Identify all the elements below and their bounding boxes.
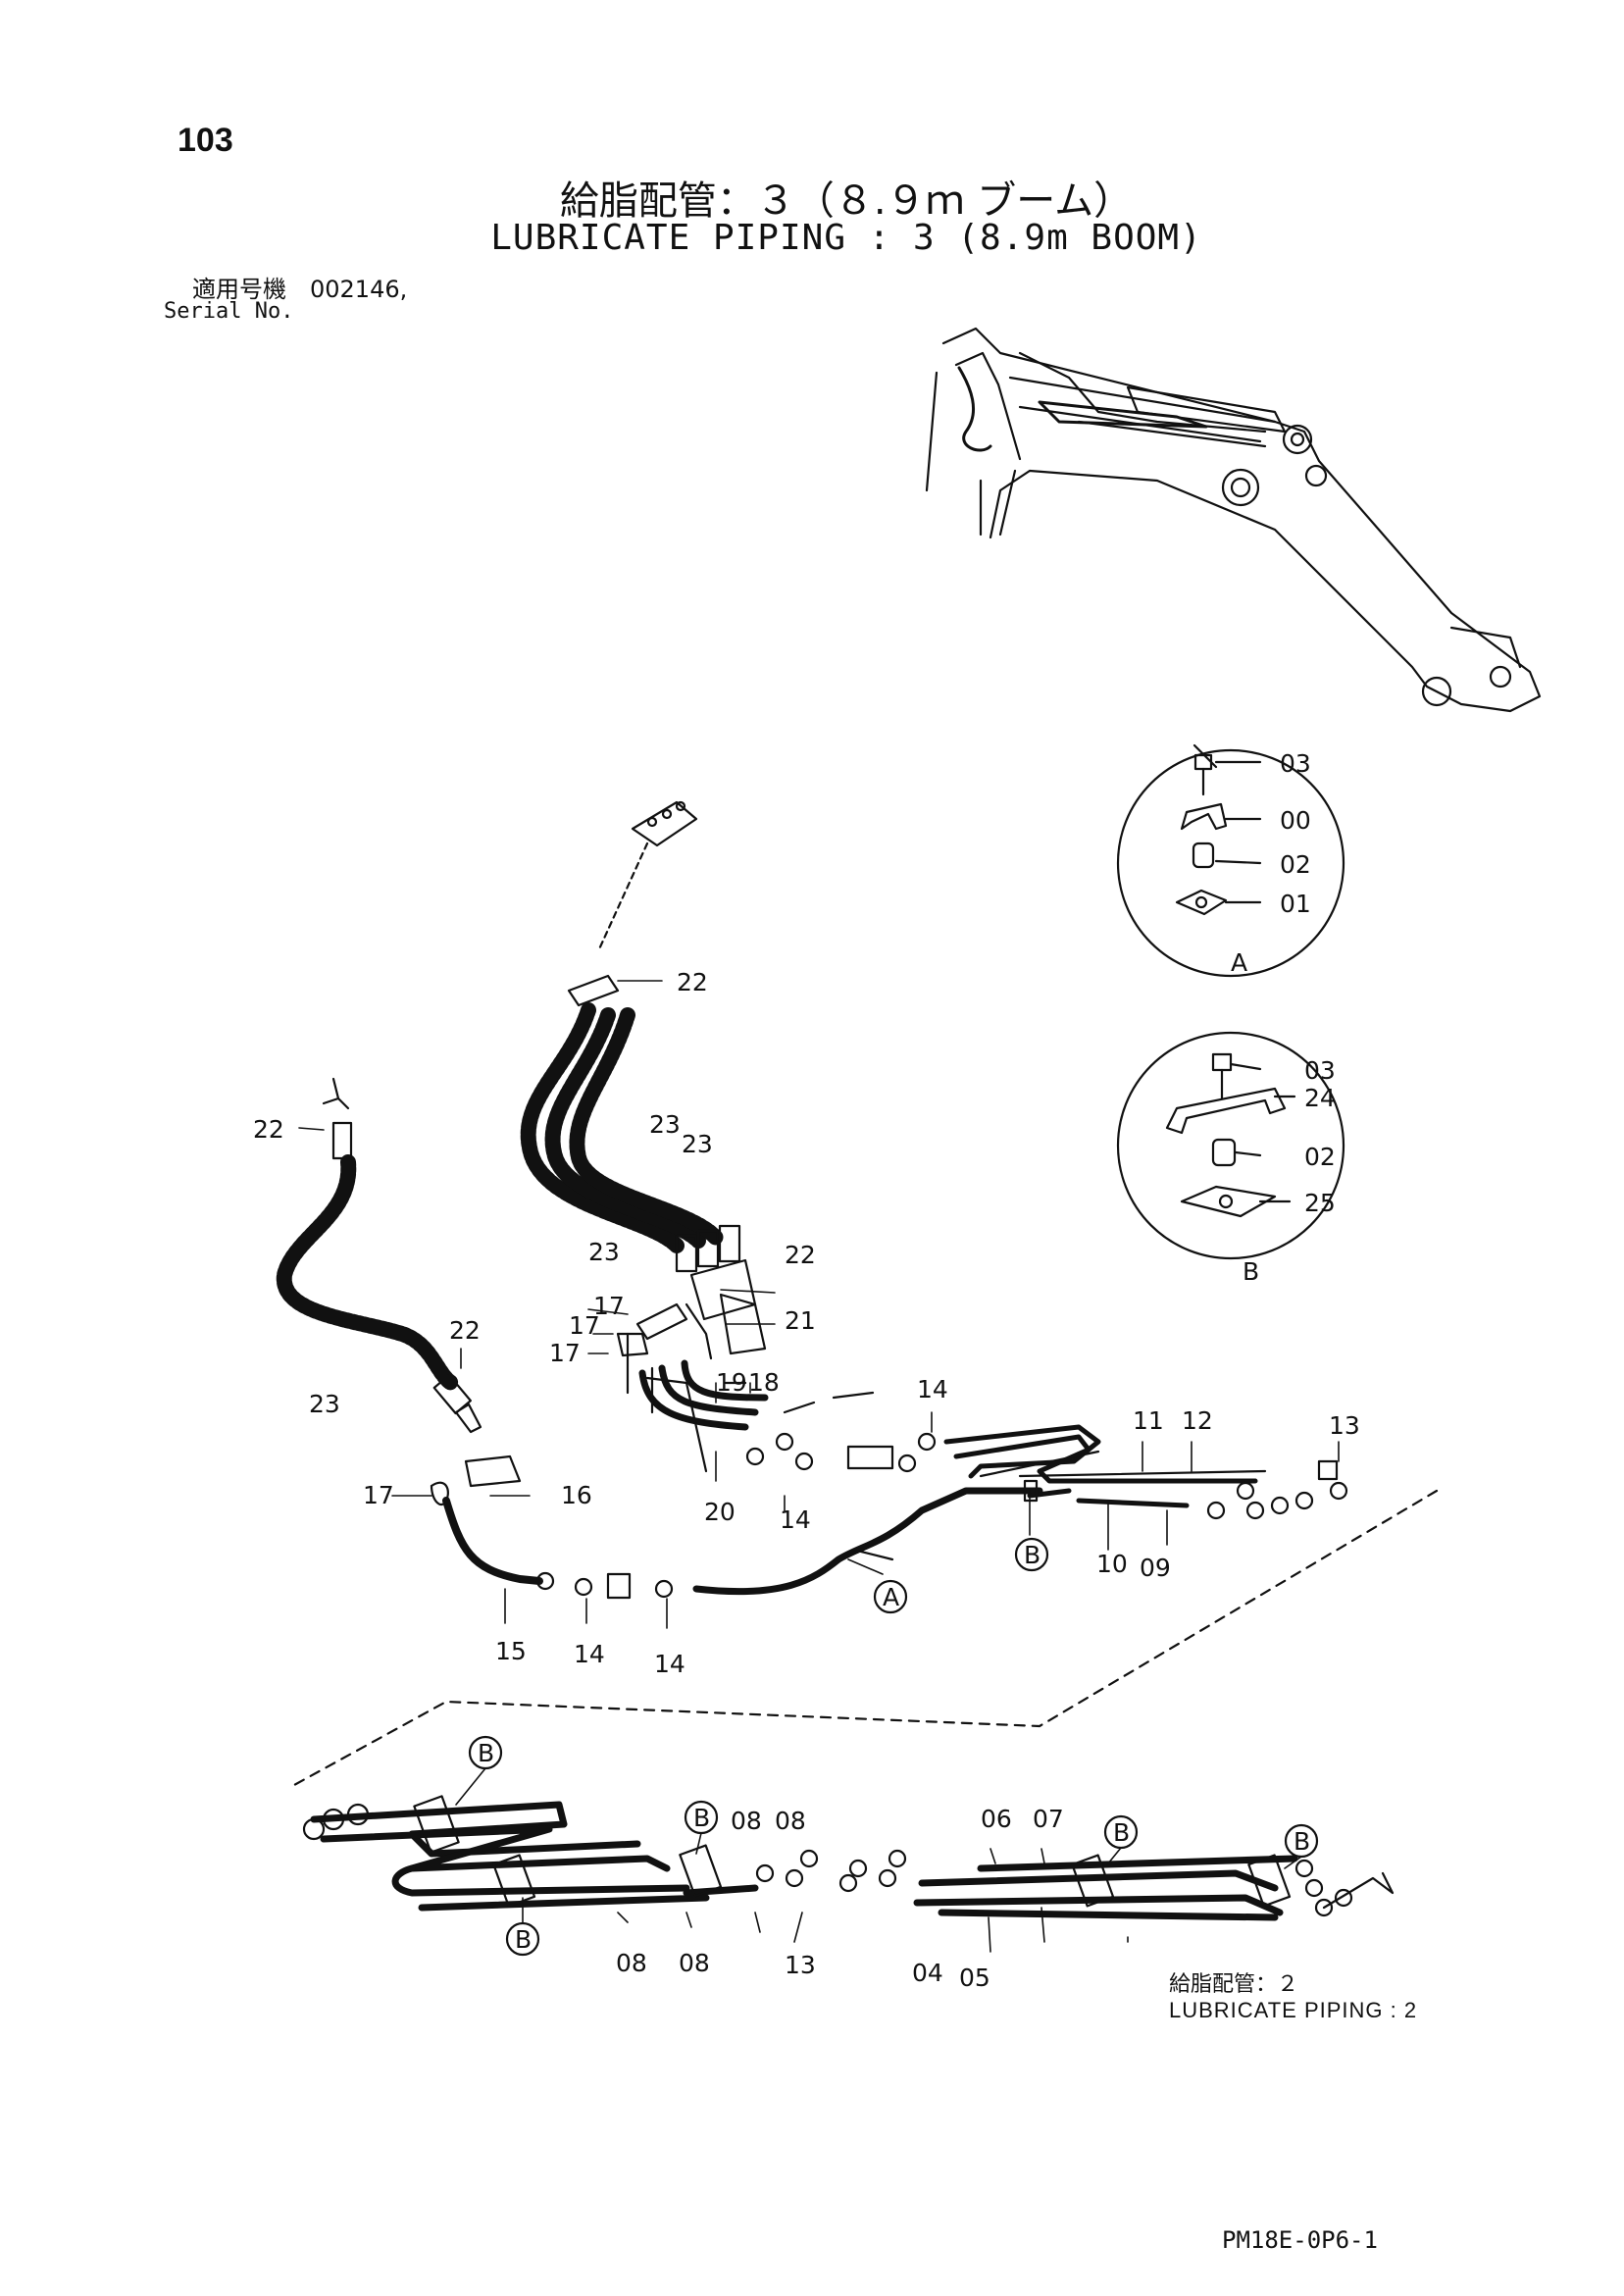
callout-07: 07 [1033,1805,1064,1833]
leader-lines [298,980,1340,1629]
callout-09: 09 [1140,1554,1171,1582]
detail-b-circle [1116,1031,1345,1260]
callout-a-01: 01 [1280,890,1311,918]
callout-b-25: 25 [1304,1189,1336,1217]
callout-a-02: 02 [1280,850,1311,879]
callout-circle-b-main: B [1024,1541,1040,1569]
callout-circle-b-3: B [693,1804,710,1832]
callout-b-label: B [1243,1257,1259,1286]
callout-08-d: 08 [679,1949,710,1977]
callout-06: 06 [981,1805,1012,1833]
callout-17-b: 17 [569,1311,600,1340]
callout-23-a: 23 [649,1110,681,1139]
callout-17-a: 17 [593,1292,625,1320]
boom-overview-illustration [925,327,1542,713]
callout-14-mid: 14 [780,1505,811,1534]
callout-circle-b-1: B [478,1739,494,1767]
callout-labels: 03 00 02 01 A 03 24 02 25 B 22 22 22 22 … [253,749,1360,1992]
callout-b-03: 03 [1304,1056,1336,1085]
serial-label-japanese: 適用号機 002146, [192,276,408,303]
callout-22-top: 22 [677,968,708,996]
reference-label-japanese: 給脂配管：２ [1169,1972,1299,1997]
callout-15: 15 [495,1637,527,1665]
callout-20: 20 [704,1498,736,1526]
lower-piping-assembly [302,1795,1395,1921]
callout-04: 04 [912,1959,943,1987]
callout-17-c: 17 [549,1339,581,1367]
callout-11: 11 [1133,1406,1164,1435]
callout-08-c: 08 [616,1949,647,1977]
callout-circle-b-4: B [1113,1818,1130,1847]
callout-08-a: 08 [731,1807,762,1835]
reference-label-english: LUBRICATE PIPING : 2 [1169,1998,1418,2022]
hose-assembly-upper [520,800,937,1473]
callout-14-br: 14 [654,1650,685,1678]
callout-21: 21 [785,1306,816,1335]
manifold-piping-right [943,1424,1348,1520]
page-number: 103 [178,122,233,159]
callout-13-bottom: 13 [785,1951,816,1979]
document-code: PM18E-0P6-1 [1222,2226,1378,2254]
callout-circle-b-5: B [1294,1827,1310,1856]
callout-circle-b-2: B [515,1925,532,1954]
page-title-japanese: 給脂配管：３（８.９ｍ ブーム） [559,179,1134,224]
callout-19: 19 [716,1368,747,1397]
callout-08-b: 08 [775,1807,806,1835]
serial-label-english: Serial No. [164,299,294,324]
callout-23-b: 23 [682,1130,713,1158]
callout-12: 12 [1182,1406,1213,1435]
callout-17-left: 17 [363,1481,394,1509]
page-title-english: LUBRICATE PIPING : 3 (8.9m BOOM) [490,218,1202,258]
callout-a-03: 03 [1280,749,1311,778]
callout-05: 05 [959,1964,990,1992]
callout-a-label: A [1231,948,1247,977]
callout-a-00: 00 [1280,806,1311,835]
hose-left [276,1077,1043,1600]
callout-b-24: 24 [1304,1084,1336,1112]
callout-23-left: 23 [309,1390,340,1418]
callout-14-bl: 14 [574,1640,605,1668]
callout-circle-a: A [883,1583,899,1611]
boundary-dashed-line [292,1489,1439,1787]
callout-13-top: 13 [1329,1411,1360,1440]
callout-16: 16 [561,1481,592,1509]
callout-10: 10 [1096,1550,1128,1578]
callout-14-top: 14 [917,1375,948,1403]
callout-22-right: 22 [785,1241,816,1269]
callout-22-mid: 22 [449,1316,481,1345]
detail-a-circle [1116,743,1345,978]
callout-b-02: 02 [1304,1143,1336,1171]
callout-18: 18 [748,1368,780,1397]
callout-22-left: 22 [253,1115,284,1144]
callout-23-c: 23 [588,1238,620,1266]
